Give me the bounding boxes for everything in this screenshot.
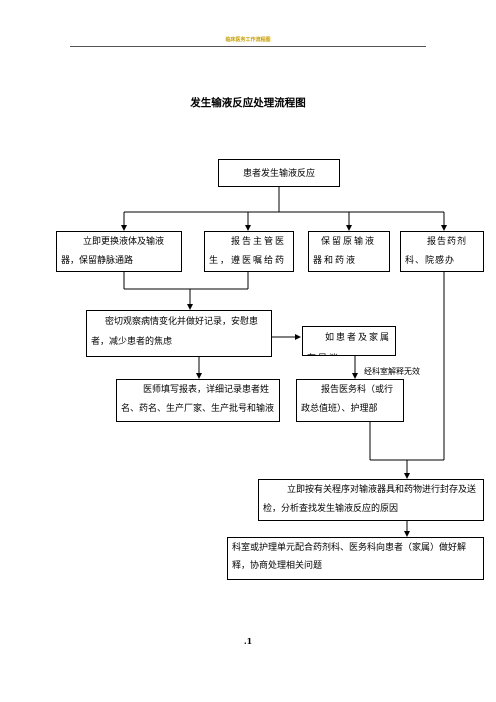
node-medical-affairs: 报告医务科（或行政总值班）、护理部 xyxy=(296,379,404,422)
node-coordinate: 科室或护理单元配合药剂科、医务科向患者（家属）做好解释，协商处理相关问题 xyxy=(227,537,484,580)
node-keep: 保留原输液器和药液 xyxy=(308,231,390,272)
node-keep-label: 保留原输液器和药液 xyxy=(313,237,377,266)
node-report-pharmacy: 报告药剂科、院感办 xyxy=(400,231,484,272)
node-doctor-record: 医师填写报表，详细记录患者姓名、药名、生产厂家、生产批号和输液时间 xyxy=(116,379,280,422)
node-replace-label: 立即更换液体及输液器，保留静脉通路 xyxy=(61,237,165,266)
node-start: 患者发生输液反应 xyxy=(218,159,340,187)
node-report-doctor-label: 报告主管医生，遵医嘱给药 xyxy=(209,237,287,266)
header-rule xyxy=(70,46,426,47)
page-number: .1 xyxy=(243,636,253,646)
node-seal: 立即按有关程序对输液器具和药物进行封存及送检，分析查找发生输液反应的原因 xyxy=(258,479,484,521)
node-doctor-record-label: 医师填写报表，详细记录患者姓名、药名、生产厂家、生产批号和输液时间 xyxy=(121,385,275,414)
node-family: 如患者及家属有异议 xyxy=(302,326,396,356)
flowchart-title: 发生输液反应处理流程图 xyxy=(190,97,306,109)
node-medical-affairs-label: 报告医务科（或行政总值班）、护理部 xyxy=(301,385,394,414)
node-coordinate-label: 科室或护理单元配合药剂科、医务科向患者（家属）做好解释，协商处理相关问题 xyxy=(232,543,467,571)
node-family-label: 如患者及家属有异议 xyxy=(307,333,392,355)
node-replace: 立即更换液体及输液器，保留静脉通路 xyxy=(56,231,182,272)
node-report-pharmacy-label: 报告药剂科、院感办 xyxy=(405,237,468,266)
node-start-label: 患者发生输液反应 xyxy=(242,169,315,179)
node-seal-label: 立即按有关程序对输液器具和药物进行封存及送检，分析查找发生输液反应的原因 xyxy=(263,485,477,514)
node-observe-label: 密切观察病情变化并做好记录，安慰患者，减少患者的焦虑 xyxy=(91,317,259,347)
node-observe: 密切观察病情变化并做好记录，安慰患者，减少患者的焦虑 xyxy=(86,310,272,357)
page-header: 临床医务工作流程图 xyxy=(225,37,271,43)
edge-label-explanation: 经科室解释无效 xyxy=(364,367,420,376)
node-report-doctor: 报告主管医生，遵医嘱给药 xyxy=(204,231,294,272)
